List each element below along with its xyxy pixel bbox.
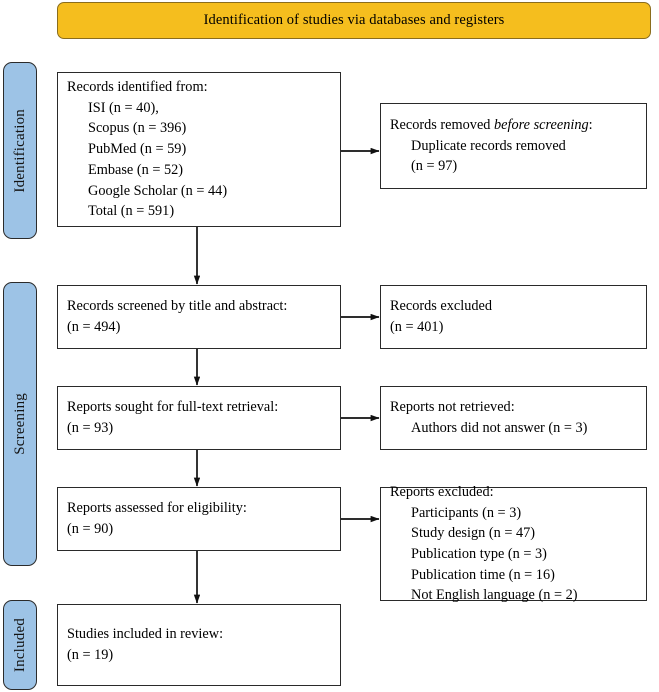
line-records-excluded-count: (n = 401) [390, 319, 444, 335]
box-records-removed-text: Records removed before screening: Duplic… [381, 115, 646, 177]
stage-label-identification-text: Identification [11, 108, 28, 193]
line-records-removed-post: : [588, 116, 593, 133]
line-source-pubmed: PubMed (n = 59) [88, 141, 187, 158]
diagram-title: Identification of studies via databases … [203, 12, 505, 28]
box-records-removed: Records removed before screening: Duplic… [380, 103, 647, 189]
diagram-header-banner: Identification of studies via databases … [57, 2, 651, 39]
line-duplicate-records-removed: Duplicate records removed [411, 137, 566, 154]
line-reason-publication-time: Publication time (n = 16) [411, 566, 555, 583]
line-reason-participants: Participants (n = 3) [411, 504, 522, 521]
line-authors-did-not-answer: Authors did not answer (n = 3) [411, 420, 588, 436]
box-records-identified-text: Records identified from: ISI (n = 40), S… [58, 77, 340, 222]
line-duplicate-records-count: (n = 97) [411, 158, 458, 175]
line-records-identified-header: Records identified from: [67, 78, 208, 95]
line-records-screened-count: (n = 494) [67, 319, 121, 335]
line-source-total: Total (n = 591) [88, 203, 175, 220]
box-reports-assessed: Reports assessed for eligibility: (n = 9… [57, 487, 341, 551]
box-reports-assessed-text: Reports assessed for eligibility: (n = 9… [58, 498, 340, 539]
line-records-removed-pre: Records removed [390, 116, 495, 133]
line-reports-not-retrieved-header: Reports not retrieved: [390, 399, 515, 416]
line-reason-study-design: Study design (n = 47) [411, 525, 536, 542]
line-reports-excluded-header: Reports excluded: [390, 483, 494, 500]
stage-label-screening-text: Screening [11, 393, 28, 455]
box-records-excluded-text: Records excluded (n = 401) [381, 296, 646, 337]
line-records-screened-header: Records screened by title and abstract: [67, 298, 288, 315]
line-reason-not-english: Not English language (n = 2) [411, 587, 578, 604]
line-source-isi: ISI (n = 40), [88, 99, 159, 116]
box-reports-not-retrieved-text: Reports not retrieved: Authors did not a… [381, 397, 646, 438]
box-studies-included: Studies included in review: (n = 19) [57, 604, 341, 686]
stage-label-included-text: Included [11, 617, 28, 673]
line-reports-sought-count: (n = 93) [67, 420, 114, 436]
box-records-excluded: Records excluded (n = 401) [380, 285, 647, 349]
stage-label-included: Included [3, 600, 37, 690]
line-source-google-scholar: Google Scholar (n = 44) [88, 182, 228, 199]
box-reports-sought-text: Reports sought for full-text retrieval: … [58, 397, 340, 438]
box-reports-excluded-text: Reports excluded: Participants (n = 3) S… [381, 482, 646, 606]
stage-label-identification: Identification [3, 62, 37, 239]
line-source-embase: Embase (n = 52) [88, 161, 184, 178]
line-records-excluded-header: Records excluded [390, 298, 493, 315]
box-reports-excluded: Reports excluded: Participants (n = 3) S… [380, 484, 647, 603]
line-source-scopus: Scopus (n = 396) [88, 120, 187, 137]
line-records-removed-header: Records removed before screening: [390, 115, 637, 136]
line-reports-sought-header: Reports sought for full-text retrieval: [67, 399, 279, 416]
box-records-identified: Records identified from: ISI (n = 40), S… [57, 72, 341, 227]
line-reports-assessed-header: Reports assessed for eligibility: [67, 500, 247, 517]
line-reason-publication-type: Publication type (n = 3) [411, 546, 547, 562]
box-reports-not-retrieved: Reports not retrieved: Authors did not a… [380, 386, 647, 450]
stage-label-screening: Screening [3, 282, 37, 566]
box-studies-included-text: Studies included in review: (n = 19) [58, 624, 340, 665]
line-reports-assessed-count: (n = 90) [67, 521, 114, 537]
box-records-screened: Records screened by title and abstract: … [57, 285, 341, 349]
line-records-removed-emphasis: before screening [494, 116, 589, 133]
line-studies-included-header: Studies included in review: [67, 626, 224, 643]
box-records-screened-text: Records screened by title and abstract: … [58, 296, 340, 337]
line-studies-included-count: (n = 19) [67, 647, 114, 663]
box-reports-sought: Reports sought for full-text retrieval: … [57, 386, 341, 450]
